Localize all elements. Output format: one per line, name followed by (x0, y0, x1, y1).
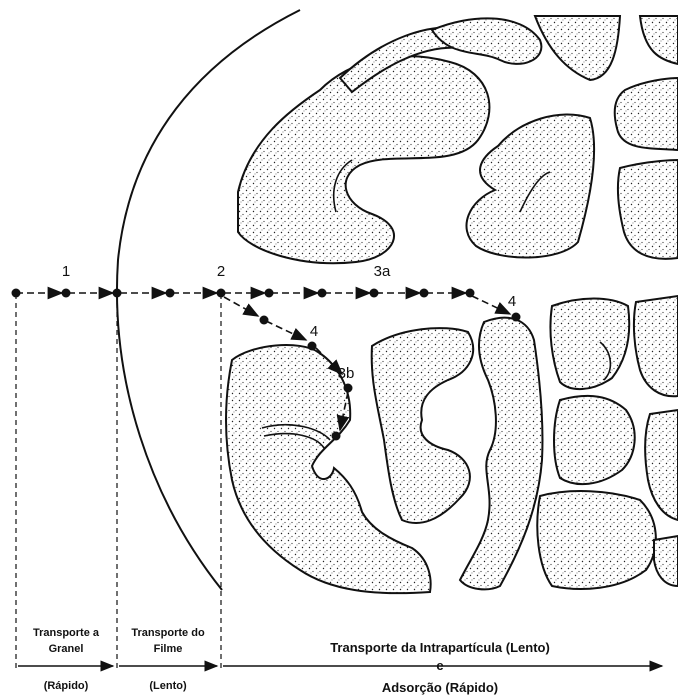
bulk-transport-title-line1: Transporte a (33, 627, 100, 639)
adsorption-title: Adsorção (Rápido) (382, 680, 498, 695)
lower-pore-fragments (226, 296, 678, 593)
intraparticle-transport-title: Transporte da Intrapartícula (Lento) (330, 640, 550, 655)
step-1-label: 1 (62, 263, 70, 280)
region-separators (16, 294, 221, 668)
step-3b-label: 3b (338, 365, 355, 382)
bulk-transport-speed: (Rápido) (44, 680, 89, 692)
film-transport-title-line1: Transporte do (131, 627, 205, 639)
film-transport-title-line2: Filme (154, 643, 183, 655)
film-transport-speed: (Lento) (149, 680, 187, 692)
step-4-upper-label: 4 (508, 293, 516, 310)
bulk-transport-title-line2: Granel (49, 643, 84, 655)
step-4-lower-label: 4 (310, 323, 318, 340)
step-3a-label: 3a (374, 263, 391, 280)
upper-pore-fragments (238, 16, 678, 263)
step-2-label: 2 (217, 263, 225, 280)
